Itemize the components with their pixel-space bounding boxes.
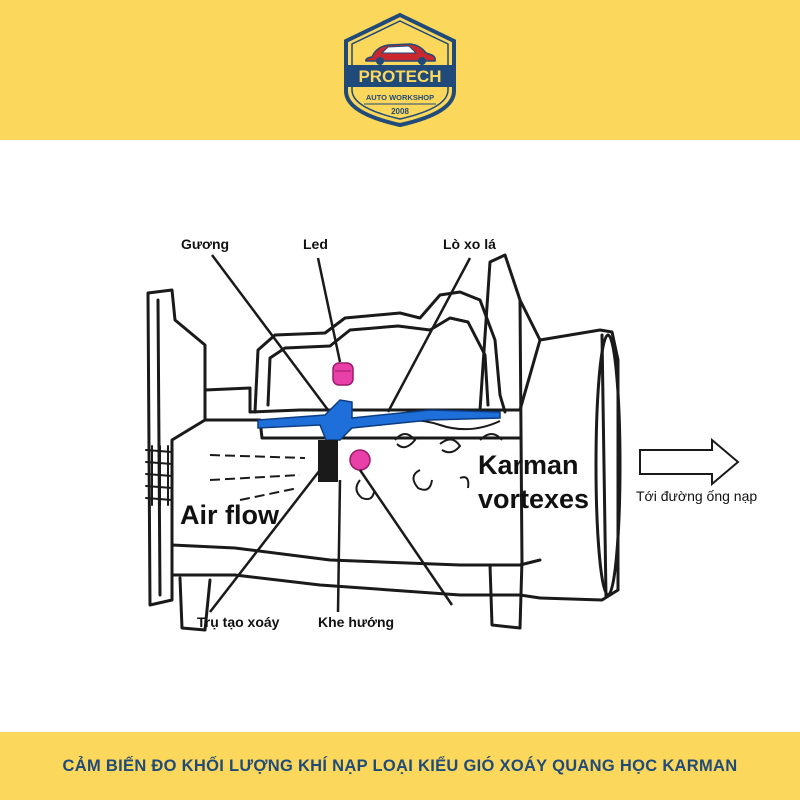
logo-brand: PROTECH [358,67,441,86]
airflow-arrows [209,454,306,501]
label-khe-huong: Khe hướng [318,614,395,630]
car-icon [365,43,436,65]
protech-logo: PROTECH AUTO WORKSHOP 2008 [344,13,456,127]
label-guong: Gương [181,236,230,252]
label-air-flow: Air flow [180,500,279,530]
label-tru-tao-xoay: Trụ tạo xoáy [197,614,280,630]
logo-year: 2008 [391,107,409,116]
footer-band [0,732,800,800]
outlet-flange [538,328,620,602]
lower-body [170,543,542,567]
page-caption: CẢM BIẾN ĐO KHỐI LƯỢNG KHÍ NẠP LOẠI KIỂU… [62,756,738,775]
photo-sensor-icon [349,449,371,471]
label-toi-duong-ong-nap: Tới đường ống nạp [636,488,758,504]
left-flange [146,288,207,607]
label-lo-xo-la: Lò xo lá [443,236,496,252]
outlet-arrow-icon [639,437,740,487]
upper-body [203,253,542,414]
mirror-leaf-spring [257,399,501,441]
led-icon [332,362,354,386]
logo-sub: AUTO WORKSHOP [366,93,434,102]
leader-lines [209,254,472,613]
label-led: Led [303,236,328,252]
vortex-generator-column [318,440,338,482]
inlet-grid [145,445,173,506]
bracket-housing [253,290,507,414]
label-karman-line2: vortexes [478,484,590,514]
label-karman-line1: Karman [478,450,579,480]
label-karman: Karman vortexes [478,448,589,516]
